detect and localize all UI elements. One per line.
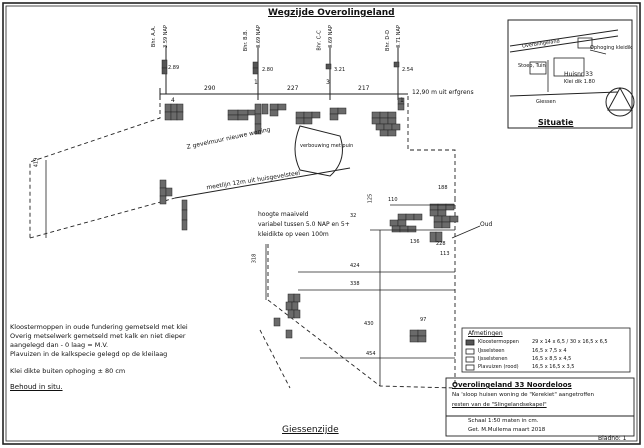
legend-row-3-name: Ijsselstenen: [478, 356, 508, 362]
borehole-b-id: Bhr. B.B.: [243, 29, 250, 52]
title-block: [445, 377, 635, 437]
inner-border: [5, 5, 638, 442]
situatie-label: Situatie: [538, 118, 574, 127]
borehole-a-id: Bhr. A.A.: [151, 25, 158, 48]
blad-label: Bladno: 1: [598, 435, 627, 442]
erfgrens-note: 12,90 m uit erfgrens: [412, 89, 474, 96]
dim-110: 110: [388, 197, 398, 203]
dim-290: 290: [204, 85, 216, 92]
klei-note: Klei dikte buiten ophoging ± 80 cm: [10, 367, 126, 375]
left-note-2: Overig metselwerk gemetseld met kalk en …: [10, 332, 186, 340]
dim-318: 318: [251, 253, 258, 264]
legend-row-3-dim: 16,5 x 8,5 x 4,5: [532, 356, 572, 362]
situatie-aside: Stoep, Tuin: [518, 63, 546, 69]
dim-228: 228: [436, 241, 446, 247]
bottom-title: Giessenzijde: [282, 425, 339, 435]
situatie-ophoging: Ophoging kleidik: [590, 45, 633, 51]
borehole-d-extra: 2.54: [402, 67, 414, 73]
dim-227: 227: [287, 85, 299, 92]
behoud-note: Behoud in situ.: [10, 383, 63, 391]
borehole-b-extra: 2.80: [262, 67, 274, 73]
verbouwing-note: verbouwing met puin: [300, 143, 354, 149]
title-line-1: Overolingeland 33 Noordeloos: [452, 381, 572, 389]
dim-338: 338: [350, 281, 360, 287]
oud-label: Oud: [480, 221, 493, 228]
left-note-1: Kloostermoppen in oude fundering gemetse…: [10, 323, 188, 331]
title-line-2: Na 'sloop huisen woning de "Kerekiet" aa…: [452, 392, 595, 398]
borehole-b-nap: 3.69 NAP: [255, 25, 262, 48]
puin-area: [294, 125, 343, 177]
borehole-a-extra: 2.89: [168, 65, 180, 71]
left-note-3: aangelegd dan - 0 laag = M.V.: [10, 341, 109, 349]
legend-row-2-dim: 16,5 x 7,5 x 4: [532, 348, 567, 354]
axis-num-2: 3: [326, 79, 330, 86]
dim-424: 424: [350, 263, 360, 269]
legend-row-1-dim: 29 x 14 x 6,5 / 30 x 16,5 x 6,5: [532, 339, 608, 345]
borehole-c-id: Bhr. C-C: [316, 30, 323, 51]
borehole-d-nap: 3.71 NAP: [395, 25, 402, 48]
meetlijn: [174, 167, 351, 199]
dim-113: 113: [440, 251, 450, 257]
dim-136: 136: [410, 239, 420, 245]
legend-title: Afmetingen: [468, 330, 503, 337]
borehole-c-extra: 3.21: [334, 67, 346, 73]
title-schaal: Schaal 1:50 maten in cm.: [468, 418, 539, 424]
legend-row-4-dim: 16,5 x 16,5 x 3,5: [532, 364, 575, 370]
title-get: Get. M.Mullema maart 2018: [468, 427, 546, 433]
dim-430: 430: [364, 321, 374, 327]
borehole-a-nap: 3.59 NAP: [162, 25, 169, 48]
dimension-lines: [45, 160, 481, 386]
title-line-3: resten van de "Slingelandsekapel": [452, 402, 547, 408]
axis-num-3: 1: [400, 97, 404, 104]
legend-box: [461, 327, 631, 373]
situatie-giessen: Giessen: [536, 99, 556, 105]
legend-row-4-name: Plavuizen (rood): [478, 364, 519, 370]
left-note-4: Plavuizen in de kalkspecie gelegd op de …: [10, 350, 168, 358]
dim-125: 125: [367, 193, 374, 204]
borehole-stacks: [161, 59, 400, 75]
dim-217: 217: [358, 85, 370, 92]
brick-clusters: [159, 97, 459, 343]
situatie-klei: Klei dik 1.80: [564, 79, 595, 85]
borehole-c-nap: 3.69 NAP: [327, 25, 334, 48]
axis-num-0: 4: [171, 97, 175, 104]
dim-32: 32: [350, 213, 357, 219]
baseline: [159, 46, 408, 100]
dim-454: 454: [366, 351, 376, 357]
maaiveld-line-2: variabel tussen 5.0 NAP en 5+: [258, 221, 350, 228]
situatie-map: [507, 19, 635, 129]
axis-num-1: 1: [254, 79, 258, 86]
maaiveld-line-1: hoogte maaiveld: [258, 211, 309, 218]
maaiveld-line-3: kleidikte op veen 100m: [258, 231, 329, 238]
situatie-house: Huisnr 33: [564, 71, 593, 78]
top-title: Wegzijde Overolingeland: [268, 8, 395, 18]
legend-row-1-name: Kloostermoppen: [478, 339, 519, 345]
dim-188: 188: [438, 185, 448, 191]
borehole-d-id: Bhr. D-D: [384, 30, 391, 51]
dim-97: 97: [420, 317, 427, 323]
legend-row-2-name: IJsselsteen: [478, 348, 505, 354]
dim-419: 419: [33, 157, 40, 168]
